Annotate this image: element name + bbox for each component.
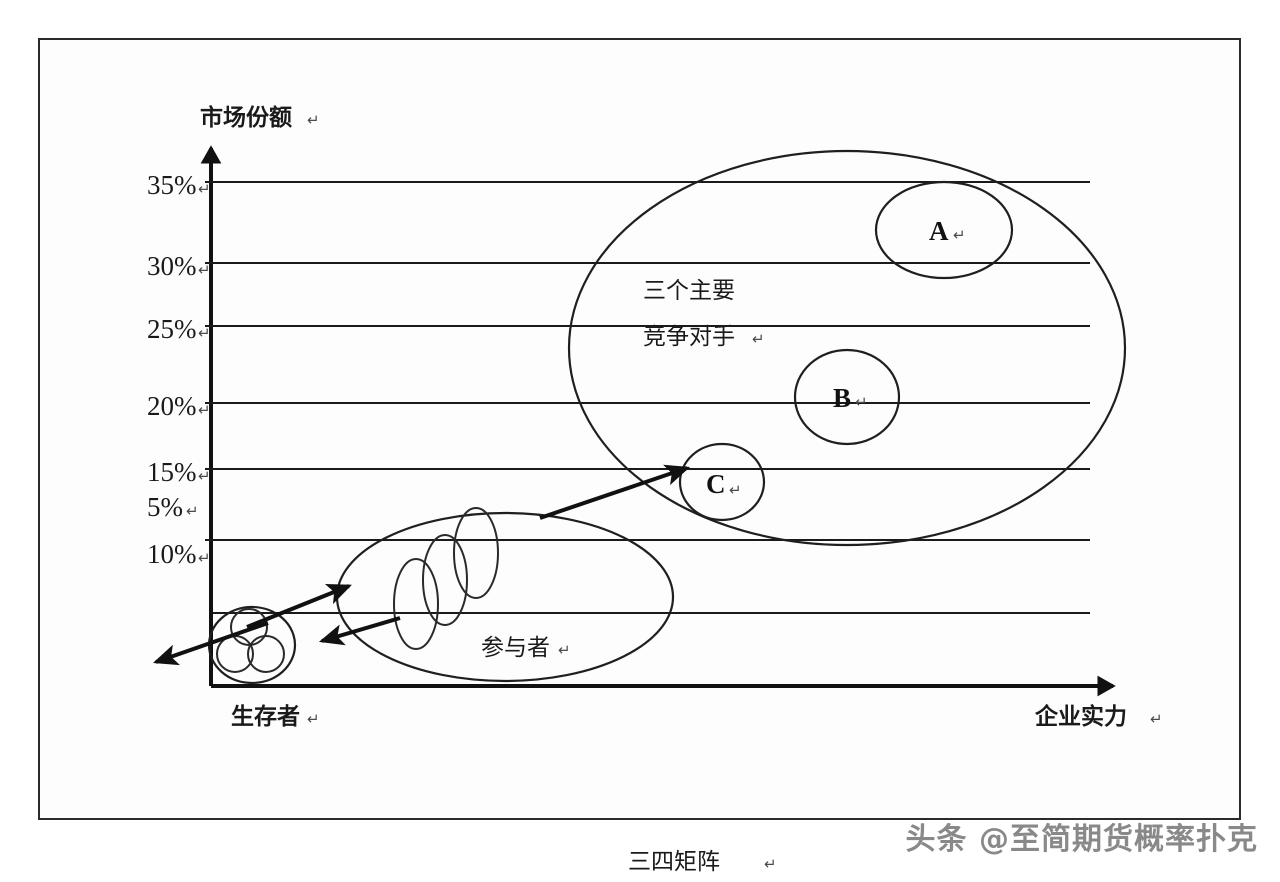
x-axis-label-right: 企业实力 (1034, 703, 1127, 730)
y-tick-pilcrow-0: ↵ (198, 180, 211, 198)
survivor-bubble-3[interactable] (247, 635, 285, 673)
y-tick-marks (205, 181, 216, 541)
y-tick-labels: 35% ↵ 30% ↵ 25% ↵ 20% ↵ 15% ↵ 5% ↵ 10% ↵ (147, 170, 211, 569)
y-tick-pilcrow-1: ↵ (198, 261, 211, 279)
y-tick-label-4: 15% (147, 457, 197, 487)
label-node-a-pilcrow: ↵ (953, 226, 966, 244)
y-tick-label-1: 30% (147, 251, 197, 281)
arrow-survivor-exit[interactable] (152, 621, 269, 666)
participant-bubble-1[interactable] (393, 558, 439, 650)
y-tick-pilcrow-4: ↵ (198, 467, 211, 485)
x-axis-label-left: 生存者 (231, 703, 300, 730)
label-major-competitors-line2: 竞争对手 (643, 324, 735, 350)
node-a-circle[interactable] (874, 180, 1014, 280)
label-node-b-pilcrow: ↵ (855, 393, 868, 411)
cluster-major-competitors[interactable] (567, 149, 1127, 547)
y-axis-title: 市场份额 (200, 104, 292, 131)
y-tick-label-5: 5% (147, 492, 183, 522)
label-participants: 参与者 (481, 635, 550, 661)
axis-lines (200, 145, 1116, 697)
y-tick-pilcrow-2: ↵ (198, 324, 211, 342)
y-tick-label-2: 25% (147, 314, 197, 344)
node-b-circle[interactable] (793, 348, 901, 446)
x-axis-label-right-pilcrow: ↵ (1150, 710, 1163, 728)
label-major-competitors-line1: 三个主要 (643, 278, 735, 304)
arrow-participant-to-c[interactable] (539, 464, 691, 520)
y-tick-label-0: 35% (147, 170, 197, 200)
y-tick-label-6: 10% (147, 539, 197, 569)
y-tick-pilcrow-3: ↵ (198, 401, 211, 419)
figure-caption: 三四矩阵 (628, 849, 720, 875)
label-node-c: C (706, 469, 726, 499)
participant-bubble-3[interactable] (453, 507, 499, 599)
figure-frame (38, 38, 1241, 820)
label-node-b: B (833, 383, 851, 413)
y-tick-pilcrow-5: ↵ (186, 502, 199, 520)
label-participants-pilcrow: ↵ (558, 641, 571, 659)
y-tick-pilcrow-6: ↵ (198, 549, 211, 567)
participant-bubble-2[interactable] (422, 534, 468, 626)
label-major-competitors-pilcrow: ↵ (752, 330, 765, 348)
y-tick-label-3: 20% (147, 391, 197, 421)
y-axis-title-pilcrow: ↵ (307, 111, 320, 129)
gridlines (211, 181, 1090, 614)
survivor-bubble-1[interactable] (230, 608, 268, 646)
label-node-c-pilcrow: ↵ (729, 481, 742, 499)
label-node-a: A (929, 216, 949, 246)
x-axis-label-left-pilcrow: ↵ (307, 710, 320, 728)
figure-caption-pilcrow: ↵ (764, 855, 777, 873)
flow-arrows (152, 464, 691, 666)
arrow-survivor-to-participant[interactable] (246, 584, 352, 629)
arrow-participant-to-survivor[interactable] (318, 616, 401, 646)
